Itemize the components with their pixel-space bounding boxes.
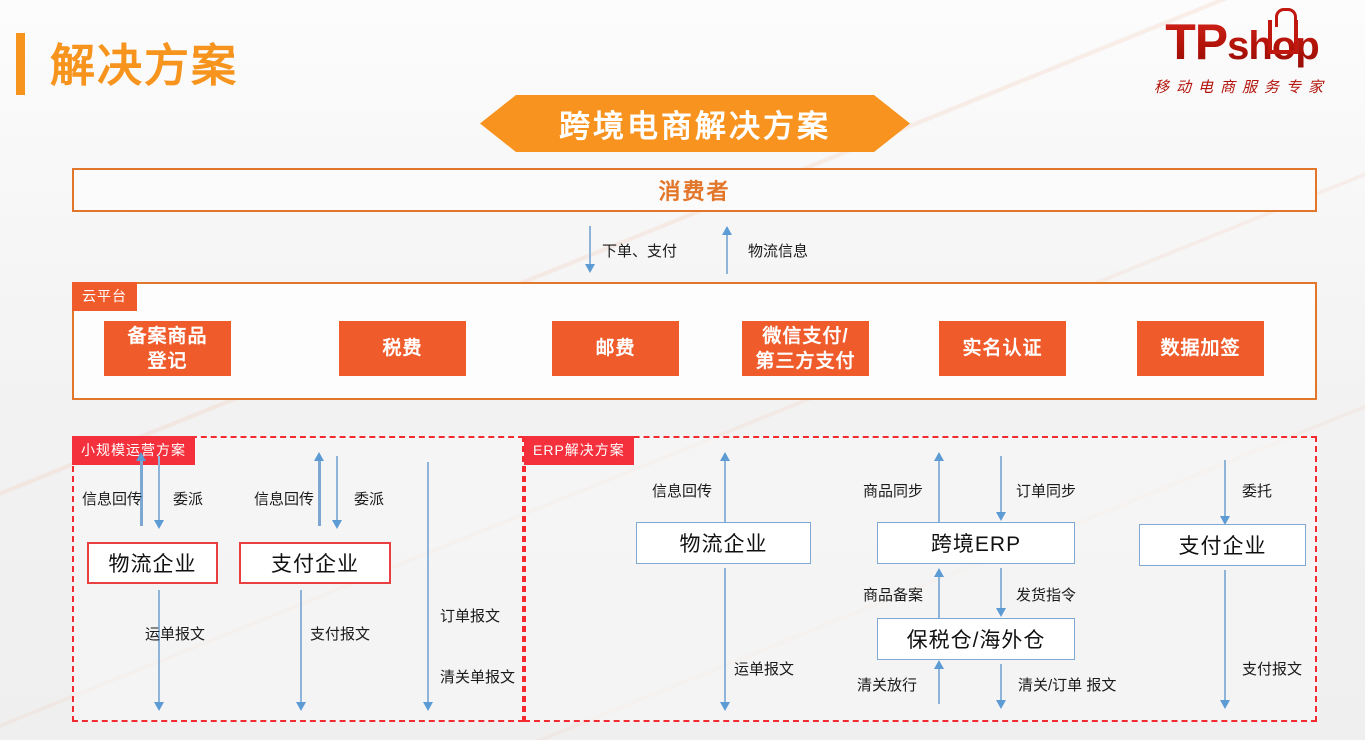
panel-erp-solution: ERP解决方案 信息回传 物流企业 运单报文 商品同步 订单同步 跨境ERP 商… (524, 436, 1317, 722)
arrow-head-up-customs-release (934, 660, 944, 669)
page-title: 解决方案 (50, 40, 239, 91)
flow-label-product-filing: 商品备案 (863, 587, 924, 604)
arrow-head-down-dispatch-2 (332, 520, 342, 529)
entity-box-logistics-erp[interactable]: 物流企业 (636, 522, 811, 564)
service-label-line1: 微信支付/ (762, 325, 849, 347)
arrow-head-up-info-return-1 (136, 452, 146, 461)
flow-label-payment-msg-erp: 支付报文 (1242, 661, 1303, 678)
panel-small-scale-operation: 小规模运营方案 信息回传 委派 物流企业 运单报文 信息回传 委派 支付企业 支… (72, 436, 524, 722)
service-label-line1: 实名认证 (962, 338, 1043, 359)
arrow-shaft-down-payment-msg-erp (1224, 570, 1226, 702)
arrow-shaft-down-customs-order-msg (1000, 664, 1002, 702)
entity-box-cross-border-erp[interactable]: 跨境ERP (877, 522, 1075, 564)
arrow-shaft-up-product-sync (938, 460, 940, 522)
flow-label-entrust: 委托 (1242, 483, 1273, 500)
flow-label-info-return-2: 信息回传 (254, 491, 315, 508)
flow-label-waybill-erp: 运单报文 (734, 661, 795, 678)
arrow-head-down-order-msgs (423, 702, 433, 711)
cloud-platform-label: 云平台 (72, 282, 137, 311)
arrow-head-up-info-return-2 (314, 452, 324, 461)
arrow-shaft-up-product-filing (938, 576, 940, 618)
shopping-bag-icon (1268, 20, 1298, 54)
entity-box-bonded-warehouse[interactable]: 保税仓/海外仓 (877, 618, 1075, 660)
panel-label-erp: ERP解决方案 (524, 436, 634, 465)
flow-label-customs-msg: 清关单报文 (440, 669, 516, 686)
arrow-shaft-up-customs-release (938, 668, 940, 704)
flow-label-product-sync: 商品同步 (863, 483, 924, 500)
arrow-head-down-payment-msg-erp (1220, 700, 1230, 709)
flow-label-info-return-1: 信息回传 (82, 491, 143, 508)
arrow-shaft-down-waybill-small (158, 590, 160, 704)
arrow-shaft-up-logistics (726, 234, 728, 274)
arrow-shaft-down-waybill-erp (724, 568, 726, 704)
arrow-shaft-up-info-return-2 (318, 460, 321, 526)
flow-label-dispatch-2: 委派 (354, 491, 385, 508)
flow-label-order-payment: 下单、支付 (602, 243, 678, 260)
flow-label-waybill-small: 运单报文 (145, 626, 206, 643)
arrow-shaft-down-order-sync (1000, 456, 1002, 514)
service-label-line1: 备案商品 (127, 325, 208, 347)
logo-text-tp: TP (1165, 14, 1228, 70)
arrow-shaft-down-ship-order (1000, 568, 1002, 610)
flow-label-dispatch-1: 委派 (173, 491, 204, 508)
service-box-tax[interactable]: 税费 (339, 321, 466, 376)
flow-label-payment-msg-small: 支付报文 (310, 626, 371, 643)
flow-label-logistics-info: 物流信息 (748, 243, 809, 260)
tpshop-logo: TPshop 移动电商服务专家 (1127, 8, 1357, 109)
flow-label-order-msg: 订单报文 (440, 608, 501, 625)
service-box-wechat-third-party-pay[interactable]: 微信支付/ 第三方支付 (742, 321, 869, 376)
service-label-line1: 数据加签 (1160, 338, 1241, 359)
service-label-line2: 第三方支付 (755, 350, 856, 372)
shopping-bag-handle-icon (1275, 8, 1297, 27)
arrow-head-down-order-sync (996, 512, 1006, 521)
cloud-platform-panel: 云平台 备案商品 登记 税费 邮费 微信支付/ 第三方支付 实名认证 数据加签 (72, 282, 1317, 400)
entity-box-logistics-small[interactable]: 物流企业 (87, 542, 218, 584)
arrow-head-down-dispatch-1 (154, 520, 164, 529)
service-box-data-signing[interactable]: 数据加签 (1137, 321, 1264, 376)
logo-wordmark: TPshop (1127, 14, 1357, 74)
entity-box-payment-erp[interactable]: 支付企业 (1139, 524, 1306, 566)
arrow-shaft-down-dispatch-2 (336, 456, 338, 522)
arrow-shaft-up-info-return-erp (724, 460, 726, 522)
arrow-head-up-info-return-erp (720, 452, 730, 461)
service-label-line2: 登记 (147, 350, 188, 372)
arrow-head-down-order (585, 264, 595, 273)
arrow-head-down-payment-msg-small (296, 702, 306, 711)
arrow-shaft-up-info-return-1 (140, 460, 143, 526)
arrow-head-down-ship-order (996, 608, 1006, 617)
flow-label-order-sync: 订单同步 (1016, 483, 1077, 500)
flow-label-info-return-erp: 信息回传 (652, 483, 713, 500)
arrow-head-up-logistics (722, 226, 732, 235)
arrow-head-down-waybill-erp (720, 702, 730, 711)
section-banner: 跨境电商解决方案 (480, 95, 910, 152)
consumer-box: 消费者 (72, 168, 1317, 212)
service-label-line1: 邮费 (595, 338, 636, 359)
logo-tagline: 移动电商服务专家 (1153, 78, 1330, 96)
flow-label-customs-release: 清关放行 (857, 677, 918, 694)
arrow-shaft-down-payment-msg-small (300, 590, 302, 704)
entity-box-payment-small[interactable]: 支付企业 (239, 542, 391, 584)
arrow-head-up-product-filing (934, 568, 944, 577)
page-title-accent-bar (16, 33, 25, 95)
arrow-shaft-down-entrust (1224, 460, 1226, 518)
service-box-postage[interactable]: 邮费 (552, 321, 679, 376)
arrow-shaft-down-dispatch-1 (158, 456, 160, 522)
service-label-line1: 税费 (382, 338, 423, 359)
panel-label-small-scale: 小规模运营方案 (72, 436, 195, 465)
service-box-real-name-auth[interactable]: 实名认证 (939, 321, 1066, 376)
consumer-cloud-flows: 下单、支付 物流信息 (0, 0, 808, 274)
arrow-head-down-entrust (1220, 516, 1230, 525)
service-box-product-registration[interactable]: 备案商品 登记 (104, 321, 231, 376)
flow-label-customs-order-msg: 清关/订单 报文 (1018, 677, 1117, 694)
flow-label-ship-order: 发货指令 (1016, 587, 1077, 604)
arrow-head-up-product-sync (934, 452, 944, 461)
arrow-shaft-down-order-msgs (427, 462, 429, 704)
arrow-head-down-customs-order-msg (996, 700, 1006, 709)
arrow-head-down-waybill-small (154, 702, 164, 711)
arrow-shaft-down-order (589, 226, 591, 266)
